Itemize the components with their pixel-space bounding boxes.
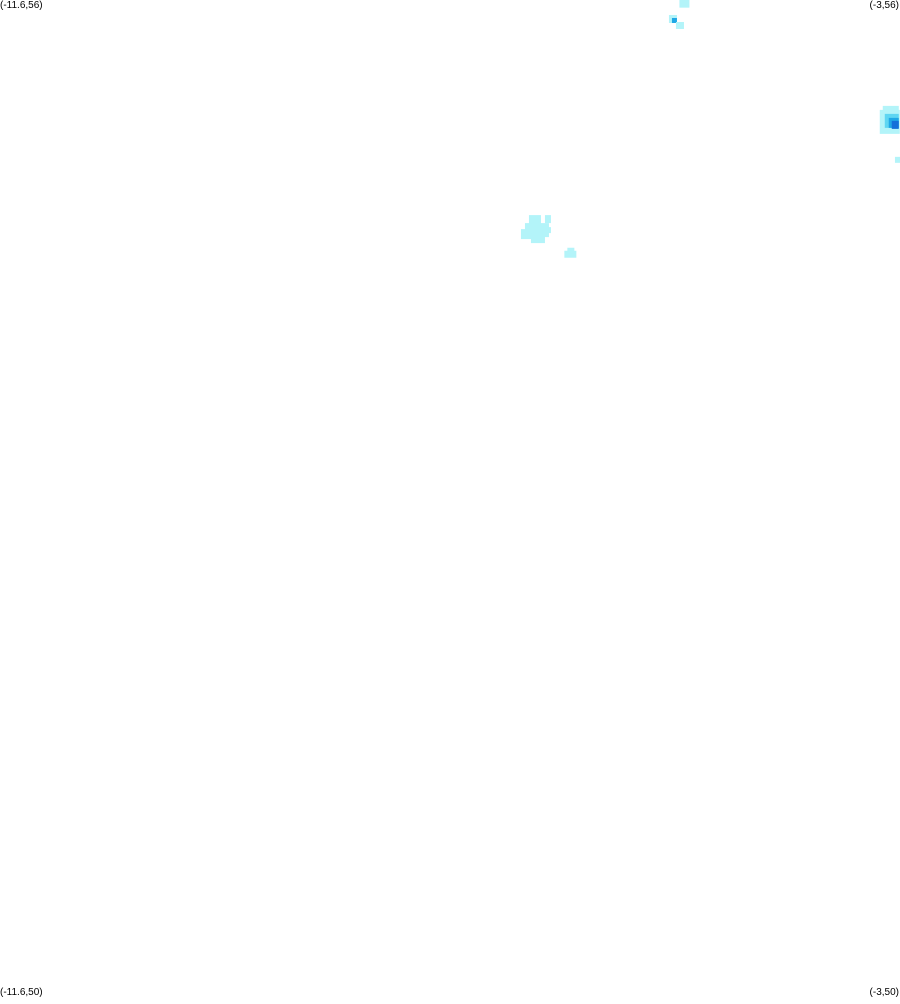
density-cell [544,227,551,234]
density-cell [530,235,545,244]
corner-label-top-right: (-3,56) [869,0,899,11]
corner-label-bottom-left: (-11.6,50) [0,987,43,998]
density-cell [882,105,899,116]
density-cell [567,247,575,252]
density-cell [891,120,899,129]
density-cell [520,229,543,240]
density-cell [894,156,900,163]
corner-label-bottom-right: (-3,50) [869,987,899,998]
density-cells-layer [520,0,900,258]
density-cell [671,17,677,23]
density-cell [679,0,690,8]
density-cell [683,0,688,2]
density-cell [544,215,551,224]
corner-label-top-left: (-11.6,56) [0,0,43,11]
density-cell [564,250,577,258]
density-cell [675,21,684,29]
